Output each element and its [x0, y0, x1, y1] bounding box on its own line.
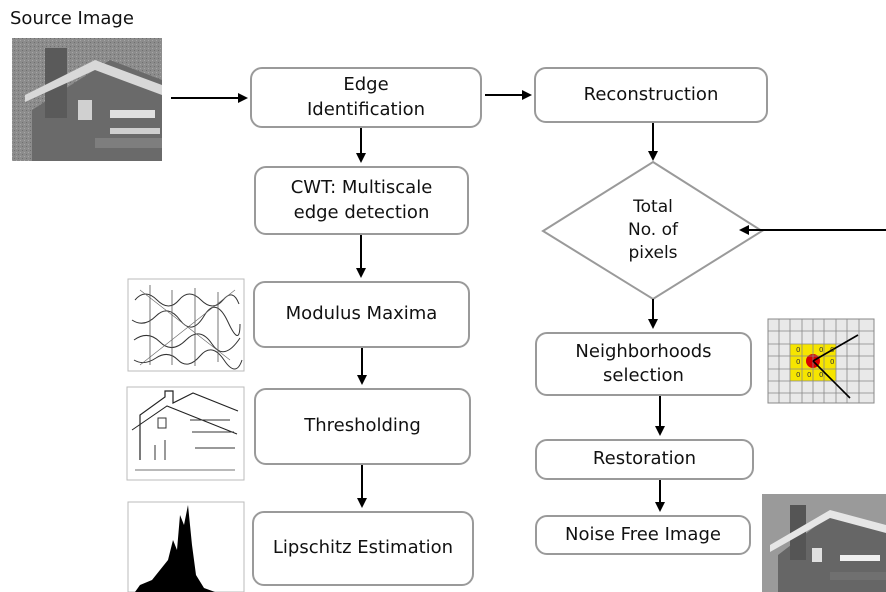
neighborhoods-selection-box[interactable]: Neighborhoods selection	[535, 332, 752, 396]
thresholding-label: Thresholding	[304, 415, 421, 437]
grid-cell-value: 0	[796, 371, 800, 379]
source-image-thumbnail	[12, 38, 162, 161]
lipschitz-estimation-label: Lipschitz Estimation	[272, 537, 454, 559]
reconstruction-label: Reconstruction	[583, 83, 719, 105]
reconstruction-box[interactable]: Reconstruction	[534, 67, 768, 123]
lipschitz-estimation-box[interactable]: Lipschitz Estimation	[252, 511, 474, 586]
grid-cell-value: 0	[807, 371, 811, 379]
neighborhoods-selection-label: Neighborhoods selection	[575, 340, 712, 386]
modulus-maxima-box[interactable]: Modulus Maxima	[253, 281, 470, 348]
modulus-maxima-thumbnail	[127, 278, 245, 372]
grid-cell-value: 0	[819, 346, 823, 354]
edge-identification-box[interactable]: Edge Identification	[250, 67, 482, 128]
cwt-label: CWT: Multiscale edge detection	[290, 177, 433, 223]
modulus-maxima-label: Modulus Maxima	[285, 303, 438, 325]
grid-cell-value: 0	[796, 346, 800, 354]
lipschitz-histogram-thumbnail	[127, 501, 245, 592]
grid-cell-value: 0	[830, 346, 834, 354]
thresholding-box[interactable]: Thresholding	[254, 388, 471, 465]
thresholding-thumbnail	[126, 386, 245, 481]
noise-free-image-label: Noise Free Image	[565, 523, 721, 545]
grid-cell-value: 0	[819, 371, 823, 379]
cwt-box[interactable]: CWT: Multiscale edge detection	[254, 166, 469, 235]
noise-free-image-thumbnail	[762, 494, 886, 592]
source-image-title: Source Image	[10, 8, 134, 29]
edge-identification-label: Edge Identification	[306, 74, 426, 120]
restoration-box[interactable]: Restoration	[535, 439, 754, 480]
grid-cell-value: 0	[830, 358, 834, 366]
noise-free-image-box[interactable]: Noise Free Image	[535, 515, 751, 555]
restoration-label: Restoration	[592, 448, 697, 470]
total-pixels-label: Total No. of pixels	[627, 197, 678, 263]
connector-arrows	[171, 90, 886, 512]
grid-cell-value: 0	[796, 358, 800, 366]
